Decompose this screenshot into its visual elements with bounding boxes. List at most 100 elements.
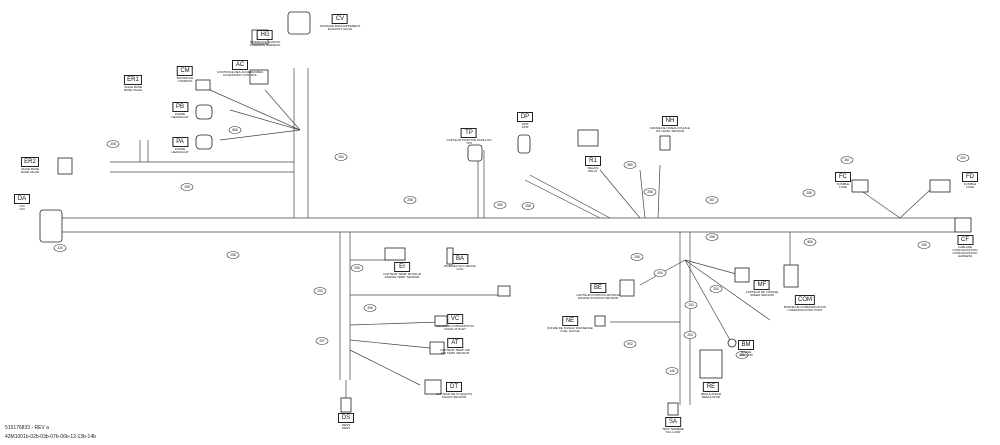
dimension-label: 258 (647, 190, 653, 194)
connector-desc: DESS DESS (341, 423, 351, 430)
dimension-label: 254 (657, 271, 663, 275)
connector-code: MF (754, 280, 770, 290)
connector-code: CM (176, 66, 193, 76)
connector-desc: SOUPAPE CONSUMPTION VALVE OUTLET (436, 324, 474, 331)
connector-code: NH (662, 116, 678, 126)
dimension-label: 258 (407, 198, 413, 202)
connector-code: DS (338, 413, 354, 423)
dimension-label: 866 (807, 240, 813, 244)
connector-code: CV (331, 14, 348, 24)
connector-code: NE (562, 316, 578, 326)
connector-code: PA (171, 137, 188, 147)
connector-desc: CAPTEUR POSITION PAPILLON TPS (446, 138, 492, 145)
dimension-label: 258 (230, 253, 236, 257)
connector-desc: CAPTEUR DE VITESSE SPEED SENSOR (745, 290, 779, 297)
connector-desc: CAPTEUR TEMP. MOTEUR ENGINE TEMP. SENSOR (383, 272, 421, 279)
dimension-label: 255 (354, 266, 360, 270)
dimension-label: 254 (687, 333, 693, 337)
dimension-label: 367 (709, 198, 715, 202)
connector-code: SA (665, 417, 681, 427)
connector-code: ER2 (21, 157, 39, 167)
connector-code: BE (590, 283, 606, 293)
dimension-label: 253 (688, 303, 694, 307)
connector-desc: INTERFACE GUIDON STEERING HARNESS (249, 40, 281, 47)
dimension-label: 257 (319, 339, 325, 343)
dimension-label: 255 (367, 306, 373, 310)
revision-label: 515176833 - REV a (5, 425, 49, 431)
connector-code: R1 (585, 156, 601, 166)
connector-code: COM (795, 295, 815, 305)
connector-code: AT (446, 338, 463, 348)
connector-desc: VALVE BASE BASE VALVE (123, 85, 143, 92)
connector-desc: RELAIS RELAY (587, 166, 599, 173)
connector-code: FC (835, 172, 851, 182)
dimension-label: 420 (57, 246, 63, 250)
connector-desc: SONDE DE NIVEAU D'HUILE OIL LEVEL SENSOR (649, 126, 691, 133)
dimension-label: 258 (709, 235, 715, 239)
dimension-label: 866 (232, 128, 238, 132)
connector-desc: TEST ARRIERE TAIL LAMP (662, 427, 684, 434)
dimension-label: 254 (338, 155, 344, 159)
dimension-label: 589 (627, 163, 633, 167)
dimension-label: 258 (921, 243, 927, 247)
connector-code: PB (171, 102, 188, 112)
connector-desc: BOBINE D'ALLUMAGE COIL (444, 264, 476, 271)
dimension-label: 253 (713, 287, 719, 291)
connector-desc: VALVE BASE BASE VALVE (20, 167, 40, 174)
connector-desc: PHARE HEADLIGHT (171, 112, 189, 119)
connector-code: FD (962, 172, 978, 182)
connector-desc: BORNE DE COMMUNICATION COMMUNICATION POR… (783, 305, 827, 312)
dimension-label: 258 (806, 191, 812, 195)
connector-code: VC (447, 314, 463, 324)
connector-code: DP (517, 112, 533, 122)
connector-code: CF (957, 235, 973, 245)
dimension-label: 253 (317, 289, 323, 293)
connector-code: DT (445, 382, 462, 392)
dimension-label: 367 (844, 158, 850, 162)
connector-desc: CAPTEUR TEMP. AIR AIR TEMP. SENSOR (440, 348, 470, 355)
connector-code: HG (257, 30, 273, 40)
connector-code: AC (231, 60, 248, 70)
connector-desc: FUSIBLE FUSE (836, 182, 850, 189)
connector-desc: FUSIBLE FUSE (963, 182, 977, 189)
dimension-label: 258 (184, 185, 190, 189)
connector-code: TP (460, 128, 477, 138)
connector-desc: DPM DPM (521, 122, 529, 129)
connector-desc: BOUSSOLE COMPASS (176, 76, 194, 83)
dimension-label: 258 (525, 204, 531, 208)
dimension-label: 255 (110, 142, 116, 146)
connector-desc: MASSE GROUND (739, 350, 753, 357)
connector-desc: SONDE DE NIVEAU D'ESSENCE FUEL GAUGE (547, 326, 593, 333)
dimension-label: 595 (497, 203, 503, 207)
connector-desc: CDI CDI (19, 204, 25, 211)
connector-desc: CAPTEUR DE CLIQUETIS KNOCK SENSOR (435, 392, 473, 399)
connector-code: BA (452, 254, 468, 264)
connector-code: EI (393, 262, 410, 272)
dimension-label: 592 (627, 342, 633, 346)
connector-code: DA (14, 194, 30, 204)
connector-code: RE (703, 382, 719, 392)
